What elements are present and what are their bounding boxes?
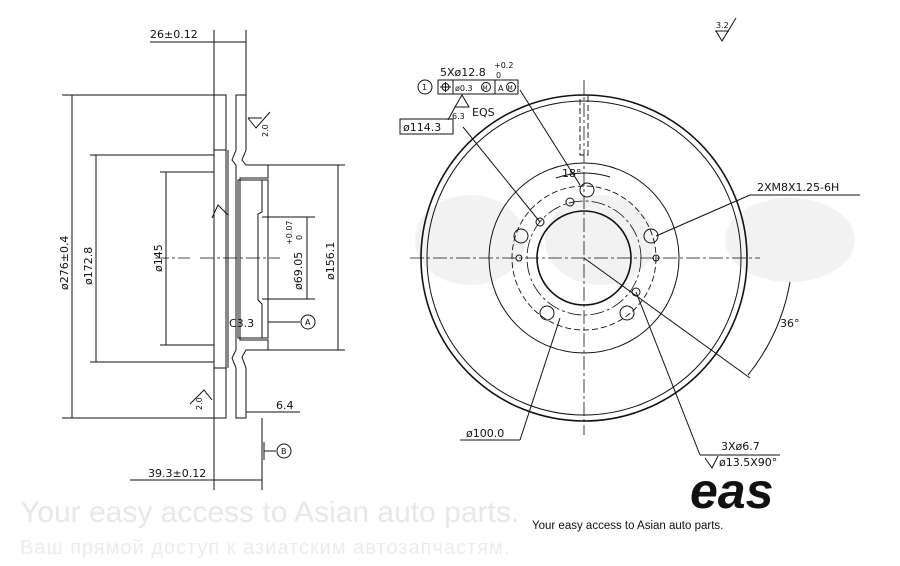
dia-100: ø100.0 bbox=[466, 427, 504, 440]
chamfer-label: C3.3 bbox=[229, 317, 254, 330]
logo-tagline: Your easy access to Asian auto parts. bbox=[532, 520, 723, 532]
fcf-datum-modifier: M bbox=[508, 85, 513, 92]
general-roughness: 3.2 bbox=[716, 21, 729, 30]
holes-callout: 5Xø12.8 bbox=[440, 66, 486, 79]
datum-b-circle bbox=[276, 443, 292, 459]
dim-bore-tol-upper: +0.07 bbox=[285, 220, 294, 245]
datum-b-label: B bbox=[281, 447, 287, 456]
fcf-tolerance: ø0.3 bbox=[455, 84, 473, 93]
csk-holes: 3Xø6.7 bbox=[721, 440, 760, 453]
dim-thickness: 26±0.12 bbox=[150, 28, 198, 41]
dim-hat: ø156.1 bbox=[324, 242, 337, 280]
bolt-circle-dim: ø114.3 bbox=[403, 121, 441, 134]
angle-36: 36° bbox=[780, 317, 800, 330]
watermark: Your easy access to Asian auto parts. Ва… bbox=[20, 195, 855, 559]
holes-tol-lower: 0 bbox=[496, 71, 501, 80]
roughness-bottom: 2.0 bbox=[195, 397, 204, 410]
datum-a-circle bbox=[300, 314, 316, 330]
fcf-datum: A bbox=[498, 84, 504, 93]
side-section-view: A B 26±0.12 ø276±0.4 ø172.8 ø145 ø69.05 … bbox=[58, 28, 345, 490]
dim-outer-diameter: ø276±0.4 bbox=[58, 236, 71, 290]
csk-spec: ø13.5X90° bbox=[719, 456, 777, 469]
dim-145: ø145 bbox=[152, 244, 165, 272]
datum-a-label: A bbox=[305, 318, 311, 327]
angle-18: 18° bbox=[562, 167, 582, 180]
watermark-logo-shape bbox=[415, 195, 855, 285]
dim-172: ø172.8 bbox=[82, 247, 95, 285]
roughness-6-3: 6.3 bbox=[452, 112, 465, 121]
eas-logo: eas Your easy access to Asian auto parts… bbox=[532, 463, 773, 532]
dim-bore: ø69.05 bbox=[292, 252, 305, 290]
holes-tol-upper: +0.2 bbox=[494, 61, 513, 70]
roughness-top: 2.0 bbox=[261, 124, 270, 137]
feature-control-frame bbox=[437, 79, 519, 95]
thread-callout: 2XM8X1.25-6H bbox=[757, 181, 839, 194]
dim-6-4: 6.4 bbox=[276, 399, 294, 412]
logo-text: eas bbox=[690, 463, 773, 519]
watermark-line1: Your easy access to Asian auto parts. bbox=[20, 496, 519, 529]
note-number: 1 bbox=[422, 83, 427, 92]
fcf-modifier: M bbox=[483, 85, 488, 92]
dim-bore-tol-lower: 0 bbox=[295, 235, 304, 240]
dim-height: 39.3±0.12 bbox=[148, 467, 206, 480]
watermark-line2: Ваш прямой доступ к азиатским автозапчас… bbox=[20, 537, 510, 559]
front-view: 1 ø0.3 M A M 6.3 EQS 5Xø12.8 +0.2 0 ø114… bbox=[399, 17, 860, 469]
eqs-label: EQS bbox=[472, 106, 495, 119]
